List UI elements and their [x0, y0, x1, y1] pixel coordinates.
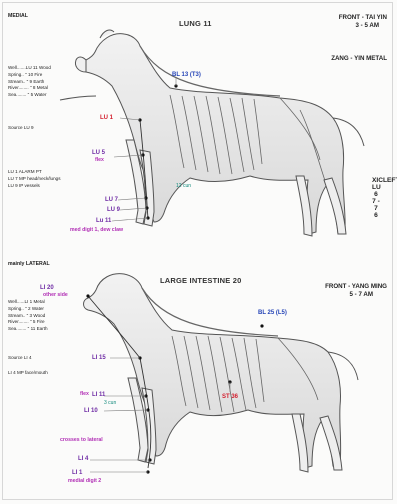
top-med-note: med digit 1, dew claw — [70, 228, 123, 233]
top-alarm-item: LU 7 MP head/neck/lungs — [8, 177, 61, 182]
bottom-source-label: Source LI 4 — [8, 356, 32, 361]
top-alarm-item: LU 1 ALARM PT — [8, 170, 61, 175]
point-li1: LI 1 — [72, 470, 82, 476]
bottom-front-line1: FRONT - YANG MING — [325, 284, 387, 290]
top-alarm-item: LU 9 IP vessels — [8, 184, 61, 189]
point-bl25: BL 25 (L5) — [258, 310, 287, 316]
bottom-element-item: Stream.. " 3 Wood — [8, 314, 48, 319]
bottom-crosses-note: crosses to lateral — [60, 438, 103, 443]
top-element-item: Stream.. " 9 Earth — [8, 80, 51, 85]
top-zang-label: ZANG - YIN METAL — [331, 56, 387, 62]
top-element-item: Spring.. " 10 Fire — [8, 73, 51, 78]
bottom-element-item: Sea........ " 11 Earth — [8, 327, 48, 332]
point-li15: LI 15 — [92, 355, 106, 361]
point-lu11: Lu 11 — [96, 218, 111, 224]
top-element-item: Sea........ " 5 Water — [8, 93, 51, 98]
top-element-item: River........ " 8 Metal — [8, 86, 51, 91]
point-lu7: LU 7 — [105, 197, 118, 203]
point-li20: LI 20 — [40, 285, 54, 291]
bottom-element-item: River........ " 5 Fire — [8, 320, 48, 325]
point-li11: LI 11 — [92, 392, 105, 398]
top-element-list: Well.......LU 11 Wood Spring.. " 10 Fire… — [8, 66, 51, 100]
top-front-line1: FRONT - TAI YIN — [339, 15, 387, 21]
point-st36: ST 36 — [222, 394, 238, 400]
bottom-measure: 3 cun — [104, 401, 116, 406]
top-front-line2: 3 - 5 AM — [356, 23, 380, 29]
bottom-mp-label: LI 4 MP face/mouth — [8, 371, 48, 376]
top-vertical-text: XICLEFT LU 6 7 - 7 6 — [372, 178, 380, 220]
bottom-title: LARGE INTESTINE 20 — [160, 277, 242, 285]
bottom-element-list: Well......LI 1 Metal Spring.. " 2 Water … — [8, 300, 48, 334]
point-li4: LI 4 — [78, 456, 88, 462]
point-lu5: LU 5 — [92, 150, 105, 156]
point-lu1: LU 1 — [100, 115, 113, 121]
bottom-element-item: Well......LI 1 Metal — [8, 300, 48, 305]
top-alarm-list: LU 1 ALARM PT LU 7 MP head/neck/lungs LU… — [8, 170, 61, 190]
bottom-front-line2: 5 - 7 AM — [350, 292, 374, 298]
point-li20-sub: other side — [43, 293, 68, 298]
point-bl13: BL 13 (T3) — [172, 72, 201, 78]
top-corner-label: MEDIAL — [8, 14, 28, 19]
bottom-med-note: medial digit 2 — [68, 479, 101, 484]
point-flex: flex — [80, 392, 89, 397]
bottom-element-item: Spring.. " 2 Water — [8, 307, 48, 312]
top-element-item: Well.......LU 11 Wood — [8, 66, 51, 71]
point-lu9: LU 9 — [107, 207, 120, 213]
point-lu5-sub: flex — [95, 158, 104, 163]
top-source-label: Source LU 9 — [8, 126, 34, 131]
point-li10: LI 10 — [84, 408, 98, 414]
top-measure: 12 cun — [176, 184, 191, 189]
bottom-corner-label: mainly LATERAL — [8, 262, 50, 267]
top-title: LUNG 11 — [179, 20, 212, 28]
